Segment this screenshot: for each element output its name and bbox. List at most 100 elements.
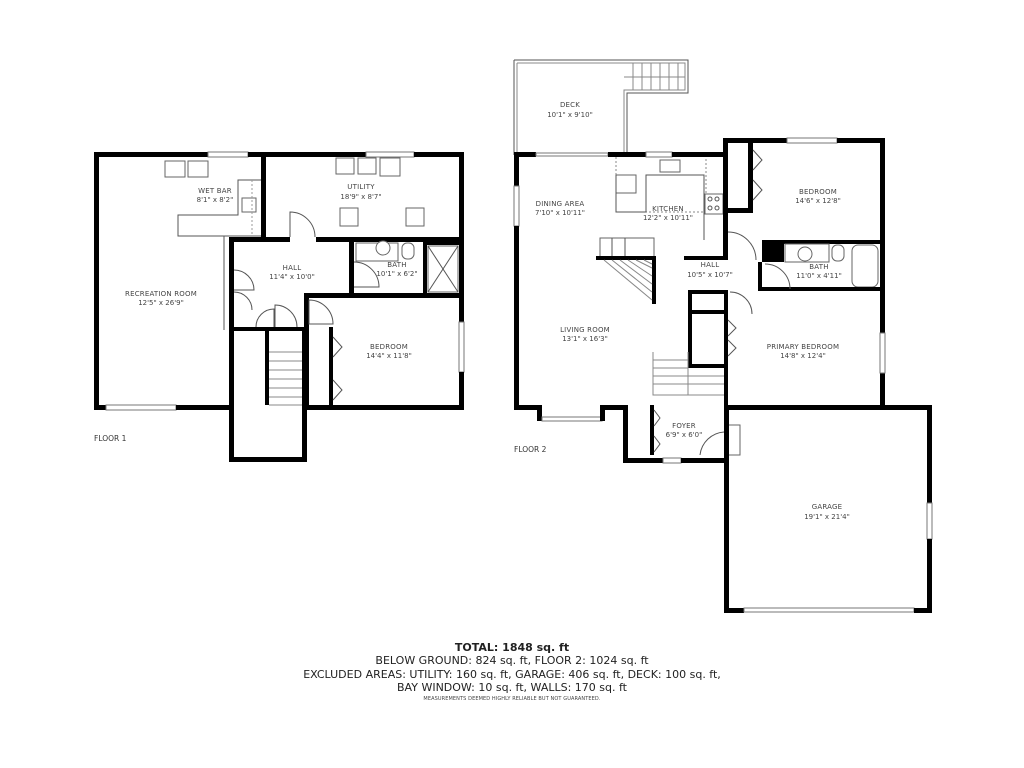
wall bbox=[758, 262, 762, 291]
floor-1-plan bbox=[94, 151, 465, 462]
wall bbox=[329, 327, 333, 410]
room-recreation-name: RECREATION ROOM bbox=[125, 290, 197, 298]
wall bbox=[688, 290, 692, 310]
room-living-dim: 13'1" x 16'3" bbox=[562, 335, 608, 343]
wall bbox=[914, 608, 932, 613]
wall bbox=[459, 372, 464, 410]
window bbox=[513, 185, 520, 227]
window bbox=[926, 502, 933, 540]
room-utility-name: UTILITY bbox=[347, 183, 375, 191]
wall bbox=[94, 152, 208, 157]
room-utility-dim: 18'9" x 8'7" bbox=[340, 193, 381, 201]
window bbox=[207, 151, 249, 158]
room-bedroom2-dim: 14'6" x 12'8" bbox=[795, 197, 841, 205]
window bbox=[645, 151, 673, 158]
disclaimer: MEASUREMENTS DEEMED HIGHLY RELIABLE BUT … bbox=[423, 695, 601, 702]
room-bedroom2-name: BEDROOM bbox=[799, 188, 837, 196]
wall bbox=[176, 405, 232, 410]
wall bbox=[514, 152, 519, 186]
wall bbox=[600, 405, 605, 421]
room-hall2-name: HALL bbox=[701, 261, 720, 269]
room-bedroom-dim: 14'4" x 11'8" bbox=[366, 352, 412, 360]
wall bbox=[762, 287, 885, 291]
floor-2-plan bbox=[513, 59, 933, 613]
wall bbox=[414, 152, 464, 157]
room-kitchen-dim: 12'2" x 10'11" bbox=[643, 214, 693, 222]
wall bbox=[723, 138, 787, 143]
wall bbox=[623, 458, 663, 463]
wall bbox=[880, 138, 885, 408]
wall bbox=[304, 293, 464, 298]
room-primary-bedroom-dim: 14'8" x 12'4" bbox=[780, 352, 826, 360]
floor-2-label: FLOOR 2 bbox=[514, 445, 547, 454]
wall bbox=[623, 405, 628, 463]
wall bbox=[681, 458, 728, 463]
room-bedroom-name: BEDROOM bbox=[370, 343, 408, 351]
wall bbox=[94, 405, 106, 410]
room-bath2-name: BATH bbox=[809, 263, 828, 271]
wall bbox=[248, 152, 366, 157]
wall bbox=[688, 310, 692, 368]
wall bbox=[724, 608, 744, 613]
room-dining-name: DINING AREA bbox=[536, 200, 585, 208]
wall bbox=[537, 405, 542, 421]
total-area: TOTAL: 1848 sq. ft bbox=[454, 641, 570, 654]
wall bbox=[230, 237, 290, 242]
room-dining-dim: 7'10" x 10'11" bbox=[535, 209, 585, 217]
room-living-name: LIVING ROOM bbox=[560, 326, 610, 334]
room-kitchen-name: KITCHEN bbox=[652, 205, 684, 213]
window bbox=[879, 332, 886, 374]
room-wet-bar-name: WET BAR bbox=[198, 187, 232, 195]
wall bbox=[229, 330, 234, 462]
room-wet-bar-dim: 8'1" x 8'2" bbox=[197, 196, 234, 204]
wall bbox=[514, 226, 519, 410]
wall bbox=[762, 240, 885, 244]
wall bbox=[261, 152, 266, 242]
wall bbox=[316, 237, 464, 242]
wall bbox=[723, 138, 728, 260]
room-hall-dim: 11'4" x 10'0" bbox=[269, 273, 315, 281]
wall bbox=[600, 405, 628, 410]
wall bbox=[684, 256, 728, 260]
room-deck-name: DECK bbox=[560, 101, 580, 109]
wall bbox=[748, 138, 753, 213]
wall bbox=[423, 237, 464, 245]
area-breakdown-line-3: BAY WINDOW: 10 sq. ft, WALLS: 170 sq. ft bbox=[397, 681, 627, 694]
wall bbox=[349, 237, 354, 297]
room-recreation-dim: 12'5" x 26'9" bbox=[138, 299, 184, 307]
wall bbox=[723, 208, 753, 213]
wall bbox=[724, 290, 728, 465]
floor-1-label: FLOOR 1 bbox=[94, 434, 127, 443]
wall bbox=[724, 405, 729, 613]
wall bbox=[265, 330, 269, 405]
wall bbox=[688, 310, 728, 314]
sliding-door bbox=[535, 152, 609, 157]
room-garage-name: GARAGE bbox=[812, 503, 843, 511]
area-breakdown-line-2: EXCLUDED AREAS: UTILITY: 160 sq. ft, GAR… bbox=[303, 667, 721, 681]
wall bbox=[672, 152, 728, 157]
wall bbox=[724, 405, 932, 410]
garage-door bbox=[743, 607, 915, 613]
wall bbox=[688, 290, 728, 294]
wall bbox=[650, 405, 654, 455]
window bbox=[105, 404, 177, 411]
wall bbox=[837, 138, 885, 143]
wall bbox=[927, 405, 932, 503]
wall bbox=[304, 405, 464, 410]
wall bbox=[762, 240, 784, 262]
wall bbox=[652, 256, 656, 304]
room-foyer-name: FOYER bbox=[672, 422, 696, 430]
area-breakdown-line-1: BELOW GROUND: 824 sq. ft, FLOOR 2: 1024 … bbox=[375, 654, 649, 667]
room-primary-bedroom-name: PRIMARY BEDROOM bbox=[767, 343, 839, 351]
room-foyer-dim: 6'9" x 6'0" bbox=[666, 431, 703, 439]
window bbox=[365, 151, 415, 158]
wall bbox=[688, 364, 728, 368]
wall bbox=[423, 237, 427, 297]
wall bbox=[229, 237, 234, 332]
wall bbox=[596, 256, 656, 260]
window bbox=[786, 137, 838, 144]
room-deck-dim: 10'1" x 9'10" bbox=[547, 111, 593, 119]
window bbox=[662, 457, 682, 464]
area-summary: TOTAL: 1848 sq. ft BELOW GROUND: 824 sq.… bbox=[0, 641, 1024, 704]
room-hall-name: HALL bbox=[283, 264, 302, 272]
